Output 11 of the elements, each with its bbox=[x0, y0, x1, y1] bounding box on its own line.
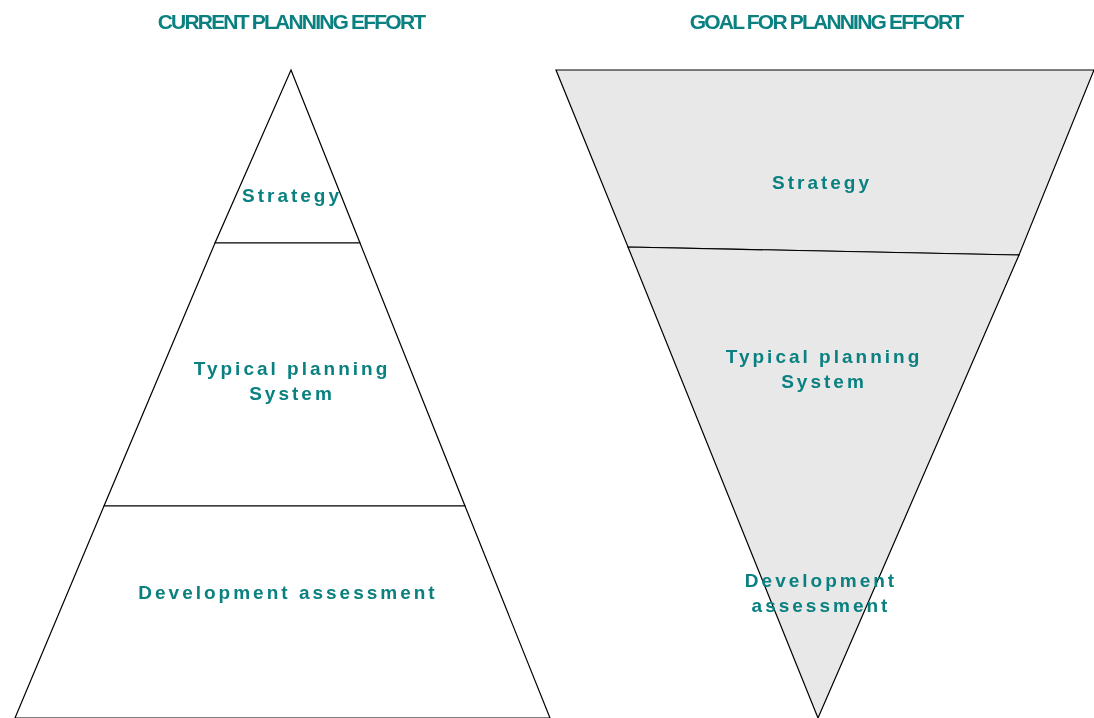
band-label: Typical planning System bbox=[724, 345, 924, 394]
band-label: Strategy bbox=[241, 183, 343, 208]
pyramid-band bbox=[215, 70, 360, 243]
pyramid-band bbox=[628, 247, 1019, 718]
band-label: Development assessment bbox=[137, 580, 439, 605]
diagram-heading: CURRENT PLANNING EFFORT bbox=[157, 10, 425, 34]
band-label: Strategy bbox=[771, 170, 873, 195]
pyramid-band bbox=[556, 70, 1094, 255]
pyramid-band bbox=[15, 506, 550, 718]
band-label: Typical planning System bbox=[192, 357, 392, 406]
diagram-heading: GOAL FOR PLANNING EFFORT bbox=[689, 10, 963, 34]
